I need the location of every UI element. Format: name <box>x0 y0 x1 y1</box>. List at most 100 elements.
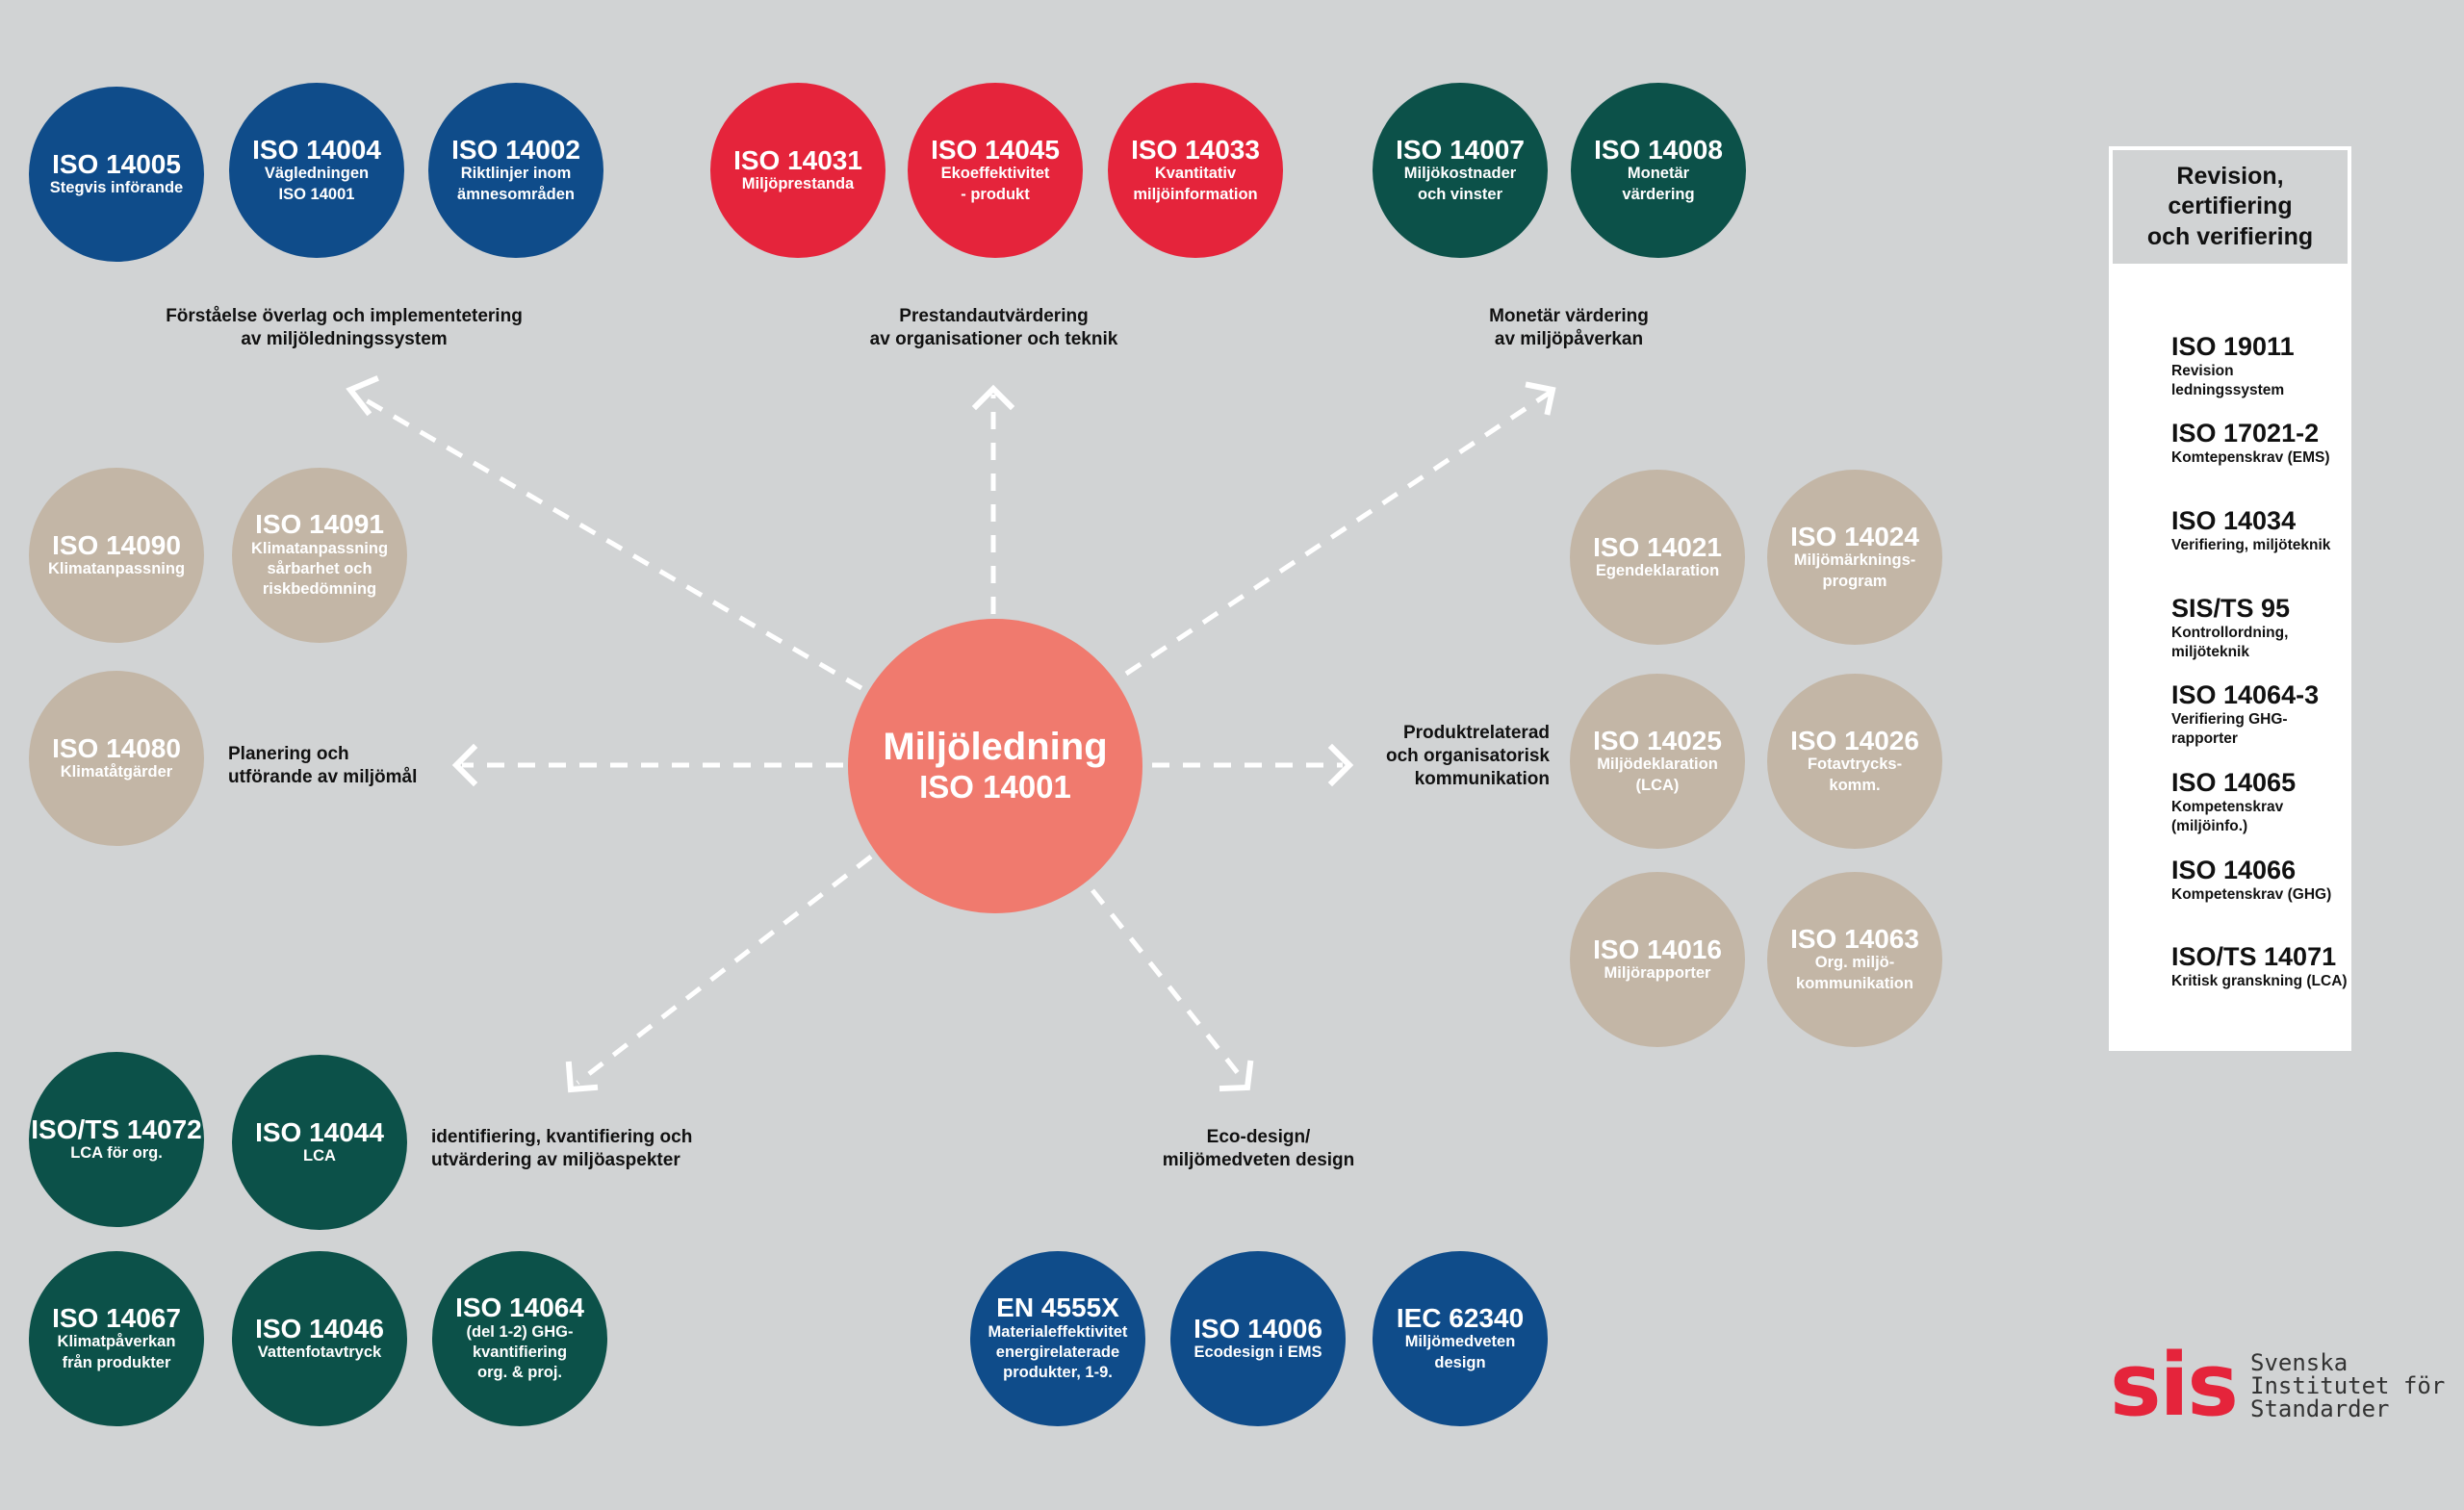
group-label-implementation: Förståelse överlag och implementetering … <box>166 306 523 349</box>
revision-item-desc: Kompetenskrav (miljöinfo.) <box>2171 798 2284 834</box>
standard-iso-14080: ISO 14080 Klimatåtgärder <box>29 671 204 846</box>
center-subtitle: ISO 14001 <box>919 769 1071 806</box>
arrowhead-lower-left <box>565 1061 599 1093</box>
standard-iec-62340: IEC 62340 Miljömedveten design <box>1373 1251 1548 1426</box>
revision-item-code: ISO 14064-3 <box>2171 680 2320 709</box>
sis-logo: sis Svenska Institutet för Standarder <box>2110 1343 2445 1429</box>
revision-item-desc: Revision ledningssystem <box>2171 362 2285 398</box>
standard-desc: Vattenfotavtryck <box>257 1343 382 1361</box>
standard-iso-14006: ISO 14006 Ecodesign i EMS <box>1170 1251 1346 1426</box>
standard-desc: Egendeklaration <box>1595 561 1720 579</box>
standard-code: ISO 14090 <box>52 529 181 560</box>
standard-code: ISO 14067 <box>52 1302 181 1333</box>
standard-code: ISO 14031 <box>733 144 862 175</box>
standard-desc: Fotavtrycks- komm. <box>1807 755 1903 794</box>
standard-desc: Miljömedveten design <box>1404 1333 1516 1371</box>
revision-item-code: ISO 14034 <box>2171 506 2297 535</box>
standard-desc: Miljömärknings- program <box>1793 551 1916 590</box>
revision-item-code: ISO/TS 14071 <box>2171 942 2337 971</box>
revision-item: ISO/TS 14071 Kritisk granskning (LCA) <box>2171 942 2348 991</box>
standard-code: ISO 14046 <box>255 1313 384 1344</box>
standard-desc: Ekoeffektivitet - produkt <box>940 165 1050 203</box>
standard-code: EN 4555X <box>996 1292 1119 1323</box>
standard-en-4555x: EN 4555X Materialeffektivitet energirela… <box>970 1251 1145 1426</box>
standard-desc: Miljöprestanda <box>741 174 855 192</box>
standard-code: ISO 14064 <box>455 1292 584 1323</box>
revision-item: ISO 14034 Verifiering, miljöteknik <box>2171 506 2331 555</box>
standard-iso-14005: ISO 14005 Stegvis införande <box>29 87 204 262</box>
standard-iso-14026: ISO 14026 Fotavtrycks- komm. <box>1767 674 1942 849</box>
standard-code: ISO 14007 <box>1396 134 1525 165</box>
revision-item: ISO 17021-2 Komtepenskrav (EMS) <box>2171 419 2330 468</box>
arrowhead-left <box>451 743 478 787</box>
standard-code: ISO 14063 <box>1790 923 1919 954</box>
standard-code: ISO 14004 <box>252 134 381 165</box>
standard-desc: Riktlinjer inom ämnesområden <box>457 165 575 203</box>
standard-desc: Klimatåtgärder <box>60 762 173 781</box>
standard-desc: Miljörapporter <box>1604 963 1711 982</box>
standard-code: ISO/TS 14072 <box>31 1113 202 1144</box>
standard-iso-14046: ISO 14046 Vattenfotavtryck <box>232 1251 407 1426</box>
standard-code: ISO 14025 <box>1593 725 1722 755</box>
standard-desc: Vägledningen ISO 14001 <box>264 165 370 203</box>
standard-iso-ts-14072: ISO/TS 14072 LCA för org. <box>29 1052 204 1227</box>
revision-panel: Revision, certifiering och verifiering I… <box>2109 146 2351 1051</box>
standard-code: ISO 14080 <box>52 732 181 763</box>
standard-iso-14091: ISO 14091 Klimatanpassning sårbarhet och… <box>232 468 407 643</box>
revision-item-code: ISO 17021-2 <box>2171 419 2320 448</box>
group-label-planning: Planering och utförande av miljömål <box>228 744 418 787</box>
revision-item-desc: Verifiering, miljöteknik <box>2171 536 2331 553</box>
standard-iso-14024: ISO 14024 Miljömärknings- program <box>1767 470 1942 645</box>
standard-iso-14067: ISO 14067 Klimatpåverkan från produkter <box>29 1251 204 1426</box>
revision-item-desc: Verifiering GHG-rapporter <box>2171 710 2288 747</box>
arrow-line-lower-left <box>576 855 873 1085</box>
standard-desc: (del 1-2) GHG- kvantifiering org. & proj… <box>466 1322 574 1382</box>
revision-item-desc: Kontrollordning, miljöteknik <box>2171 624 2289 660</box>
standard-desc: LCA för org. <box>70 1143 163 1162</box>
standard-desc: Ecodesign i EMS <box>1194 1343 1322 1361</box>
standard-iso-14007: ISO 14007 Miljökostnader och vinster <box>1373 83 1548 258</box>
arrowhead-right <box>1327 743 1354 787</box>
group-label-performance: Prestandautvärdering av organisationer o… <box>869 306 1118 349</box>
group-label-product-comm: Produktrelaterad och organisatorisk komm… <box>1386 723 1550 789</box>
revision-item: ISO 14065 Kompetenskrav (miljöinfo.) <box>2171 768 2348 836</box>
standard-code: ISO 14045 <box>931 134 1060 165</box>
standard-desc: Kvantitativ miljöinformation <box>1133 165 1258 203</box>
standard-desc: Miljökostnader och vinster <box>1403 165 1517 203</box>
standard-iso-14064: ISO 14064 (del 1-2) GHG- kvantifiering o… <box>432 1251 607 1426</box>
standard-code: ISO 14021 <box>1593 531 1722 562</box>
standard-desc: Klimatpåverkan från produkter <box>57 1333 176 1371</box>
standard-iso-14031: ISO 14031 Miljöprestanda <box>710 83 886 258</box>
revision-item: ISO 14064-3 Verifiering GHG-rapporter <box>2171 680 2348 749</box>
revision-panel-title: Revision, certifiering och verifiering <box>2113 150 2348 264</box>
arrowhead-upper-left <box>346 375 379 417</box>
standard-iso-14004: ISO 14004 Vägledningen ISO 14001 <box>229 83 404 258</box>
center-title: Miljöledning <box>883 726 1108 769</box>
revision-item-code: ISO 14066 <box>2171 856 2297 884</box>
revision-item-desc: Komtepenskrav (EMS) <box>2171 448 2330 466</box>
standard-desc: Miljödeklaration (LCA) <box>1597 755 1718 794</box>
revision-item: SIS/TS 95 Kontrollordning, miljöteknik <box>2171 594 2348 662</box>
standard-iso-14090: ISO 14090 Klimatanpassning <box>29 468 204 643</box>
standard-iso-14016: ISO 14016 Miljörapporter <box>1570 872 1745 1047</box>
standard-code: ISO 14024 <box>1790 521 1919 551</box>
revision-item-desc: Kritisk granskning (LCA) <box>2171 972 2348 989</box>
sis-logo-text: Svenska Institutet för Standarder <box>2250 1349 2446 1422</box>
standard-code: ISO 14091 <box>255 509 384 540</box>
standard-desc: Klimatanpassning sårbarhet och riskbedöm… <box>250 539 389 599</box>
standard-iso-14063: ISO 14063 Org. miljö- kommunikation <box>1767 872 1942 1047</box>
standard-desc: LCA <box>303 1146 336 1164</box>
standard-desc: Monetär värdering <box>1622 165 1695 203</box>
arrow-line-lower-right <box>1091 888 1244 1080</box>
revision-item-desc: Kompetenskrav (GHG) <box>2171 885 2332 903</box>
standard-code: ISO 14005 <box>52 148 181 179</box>
standard-code: ISO 14033 <box>1131 134 1260 165</box>
standard-iso-14033: ISO 14033 Kvantitativ miljöinformation <box>1108 83 1283 258</box>
standard-code: ISO 14006 <box>1194 1313 1322 1344</box>
arrow-line-upper-right <box>1124 390 1552 677</box>
standard-iso-14045: ISO 14045 Ekoeffektivitet - produkt <box>908 83 1083 258</box>
standard-iso-14021: ISO 14021 Egendeklaration <box>1570 470 1745 645</box>
standard-iso-14044: ISO 14044 LCA <box>232 1055 407 1230</box>
standard-iso-14008: ISO 14008 Monetär värdering <box>1571 83 1746 258</box>
